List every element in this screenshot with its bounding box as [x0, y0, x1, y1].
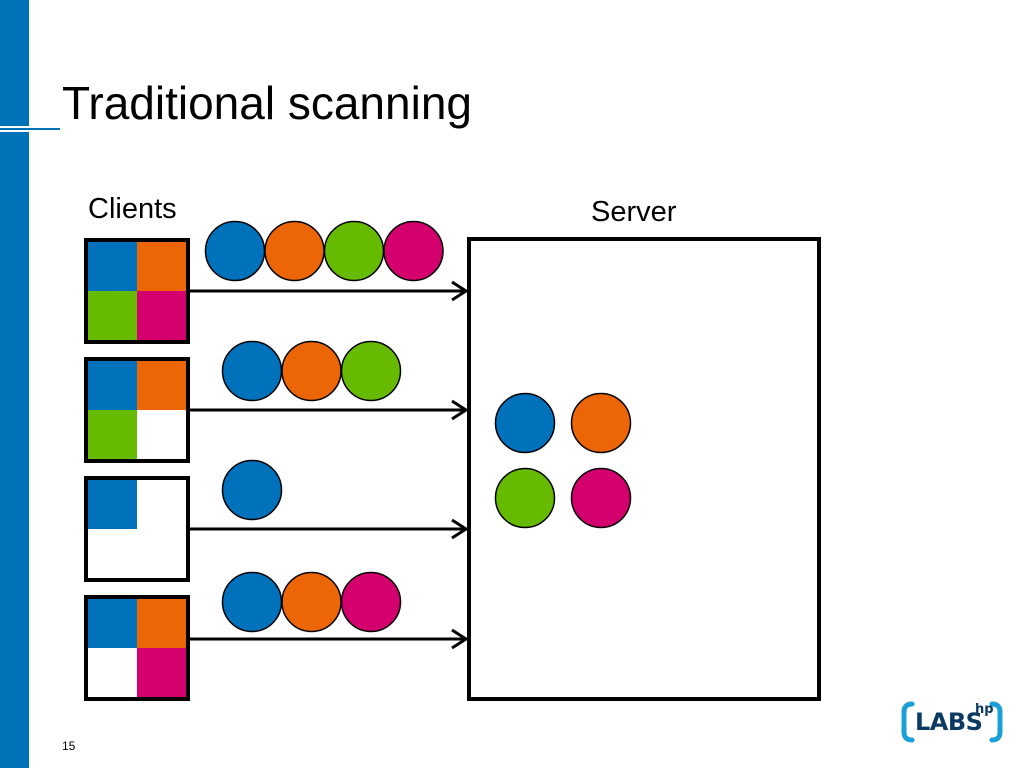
- logo-superscript: hp: [975, 702, 994, 717]
- slide-title: Traditional scanning: [62, 77, 472, 129]
- transfer-blue-item: [221, 340, 283, 402]
- transfer-magenta-item: [383, 220, 444, 282]
- transfer-2: [221, 340, 402, 402]
- side-accent-bar: [0, 0, 29, 126]
- client-4-orange-quadrant: [137, 599, 186, 648]
- page-number: 15: [62, 739, 76, 753]
- arrow-1: [188, 280, 469, 302]
- server-green-item: [494, 467, 556, 529]
- transfer-orange-item: [281, 340, 342, 402]
- client-2-orange-quadrant: [137, 361, 186, 410]
- transfer-blue-item: [204, 220, 266, 282]
- transfer-magenta-item: [340, 571, 402, 633]
- client-2: [84, 357, 190, 463]
- logo-brackets: [901, 701, 1003, 743]
- arrows-group: [188, 280, 469, 650]
- server-blue-item: [494, 392, 556, 454]
- client-3: [84, 476, 190, 582]
- transfer-1: [204, 220, 444, 282]
- client-4: [84, 595, 190, 701]
- client-4-blue-quadrant: [88, 599, 137, 648]
- clients-label: Clients: [88, 193, 177, 225]
- arrow-head: [451, 399, 469, 421]
- logo-text: LABS: [915, 708, 983, 736]
- transfer-blue-item: [221, 459, 283, 521]
- client-4-box: [84, 595, 190, 701]
- client-2-green-quadrant: [88, 410, 137, 459]
- transfer-3: [221, 459, 283, 521]
- client-2-blue-quadrant: [88, 361, 137, 410]
- arrow-4: [188, 628, 469, 650]
- transfer-items-group: [204, 220, 444, 633]
- client-1-orange-quadrant: [137, 242, 186, 291]
- server-label: Server: [591, 196, 677, 228]
- arrow-2: [188, 399, 469, 421]
- client-4-magenta-quadrant: [137, 648, 186, 697]
- client-1-blue-quadrant: [88, 242, 137, 291]
- client-1-green-quadrant: [88, 291, 137, 340]
- server-orange-item: [570, 392, 632, 454]
- transfer-green-item: [323, 220, 385, 282]
- arrow-head: [451, 628, 469, 650]
- arrow-head: [451, 518, 469, 540]
- transfer-orange-item: [281, 571, 342, 633]
- title-divider: [0, 128, 60, 130]
- transfer-green-item: [340, 340, 402, 402]
- transfer-4: [221, 571, 402, 633]
- arrow-head: [451, 280, 469, 302]
- server-items-group: [494, 392, 632, 529]
- client-1: [84, 238, 190, 344]
- server-magenta-item: [570, 467, 632, 529]
- clients-group: [84, 238, 190, 701]
- client-3-blue-quadrant: [88, 480, 137, 529]
- client-1-magenta-quadrant: [137, 291, 186, 340]
- side-accent-bar-lower: [0, 132, 29, 768]
- transfer-orange-item: [264, 220, 325, 282]
- hp-labs-logo: LABS hp: [900, 700, 1004, 744]
- arrow-3: [188, 518, 469, 540]
- transfer-blue-item: [221, 571, 283, 633]
